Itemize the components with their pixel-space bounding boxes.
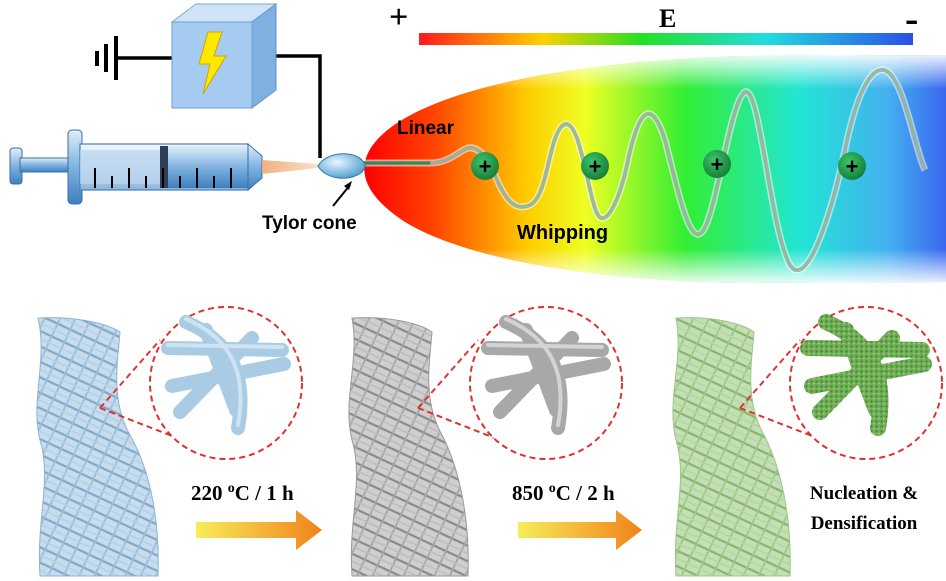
zoom-circle-asspun [149,306,303,460]
step3-label-line2: Densification [811,513,918,534]
syringe [9,129,318,205]
power-supply [170,3,278,109]
step2-label: 850 oC / 2 h [512,481,615,505]
tylor-cone-label: Tylor cone [262,213,357,234]
zoom-line-upper [739,339,801,409]
lightning-bolt-icon [198,31,227,95]
zoom-line-upper [417,339,479,409]
zoom-circle-crystallized [789,306,943,460]
charge-4: + [838,152,866,180]
ground-icon [95,36,118,80]
zoom-line-lower [417,407,516,447]
taylor-cone-droplet [317,153,366,179]
charge-symbol: + [846,154,859,179]
charge-symbol: + [711,152,724,177]
electric-field-region [364,55,946,283]
linear-label: Linear [397,118,455,139]
zoom-circle-stabilized [469,306,623,460]
zoom-line-lower [739,407,839,447]
charge-symbol: + [479,154,492,179]
field-minus-symbol: - [905,0,918,41]
field-label: E [659,4,676,33]
step3-label-line1: Nucleation & [810,483,918,504]
charge-3: + [703,150,731,178]
circuit-wires [116,54,322,158]
charge-symbol: + [589,154,602,179]
fiber-mat-crystallized [672,317,791,577]
fiber-mat-asspun [36,317,159,577]
process-arrow-2 [518,510,642,550]
field-gradient-bar [419,33,913,45]
tylor-cone-arrowhead [344,181,352,190]
charge-1: + [471,152,499,180]
step1-label: 220 oC / 1 h [191,481,294,505]
field-plus-symbol: + [389,0,408,36]
fiber-mat-stabilized [348,317,469,577]
zoom-line-upper [99,339,161,409]
whipping-label: Whipping [517,222,608,244]
process-arrow-1 [196,510,322,550]
charge-2: + [581,152,609,180]
zoom-line-lower [99,407,199,447]
